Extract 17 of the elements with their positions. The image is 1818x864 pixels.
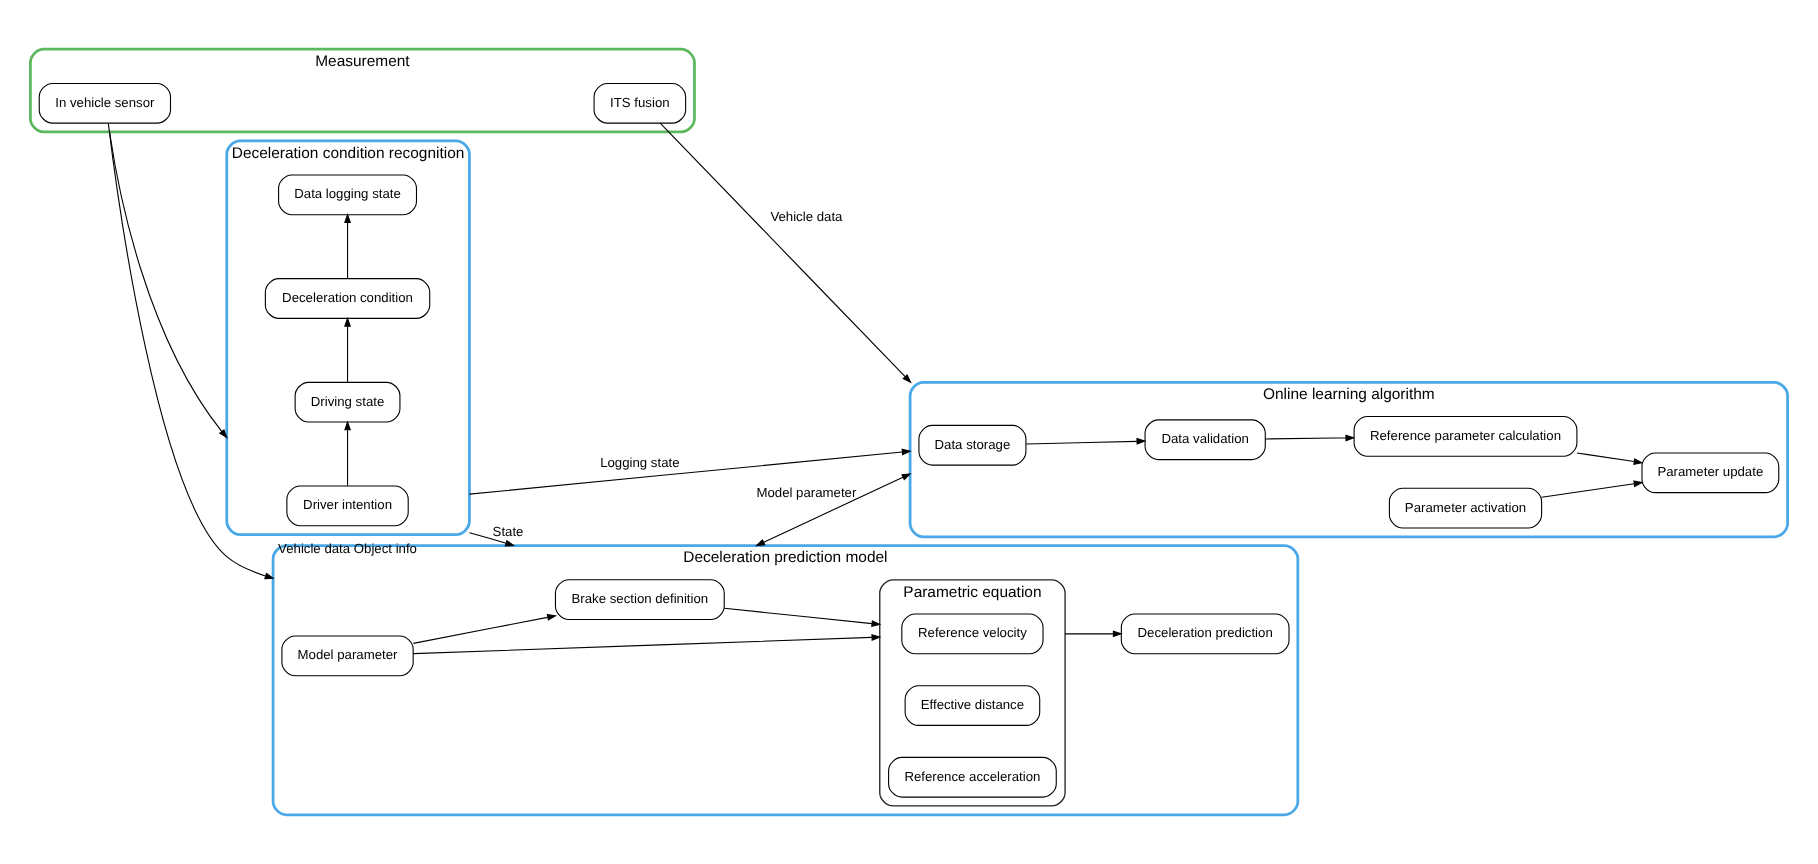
arrow [659, 122, 912, 384]
arrow [344, 213, 351, 279]
arrow [344, 316, 351, 383]
arrow [412, 613, 558, 644]
arrow [468, 532, 516, 547]
arrow [1064, 630, 1123, 638]
arrow [412, 633, 882, 655]
arrow [755, 473, 912, 547]
arrow [723, 607, 882, 627]
arrow [1025, 437, 1147, 445]
arrow [1576, 452, 1644, 465]
arrow [1541, 480, 1644, 498]
arrow [344, 420, 351, 487]
arrow [107, 123, 275, 580]
arrow [109, 131, 228, 439]
arrow [468, 448, 912, 495]
arrow [1264, 434, 1356, 442]
